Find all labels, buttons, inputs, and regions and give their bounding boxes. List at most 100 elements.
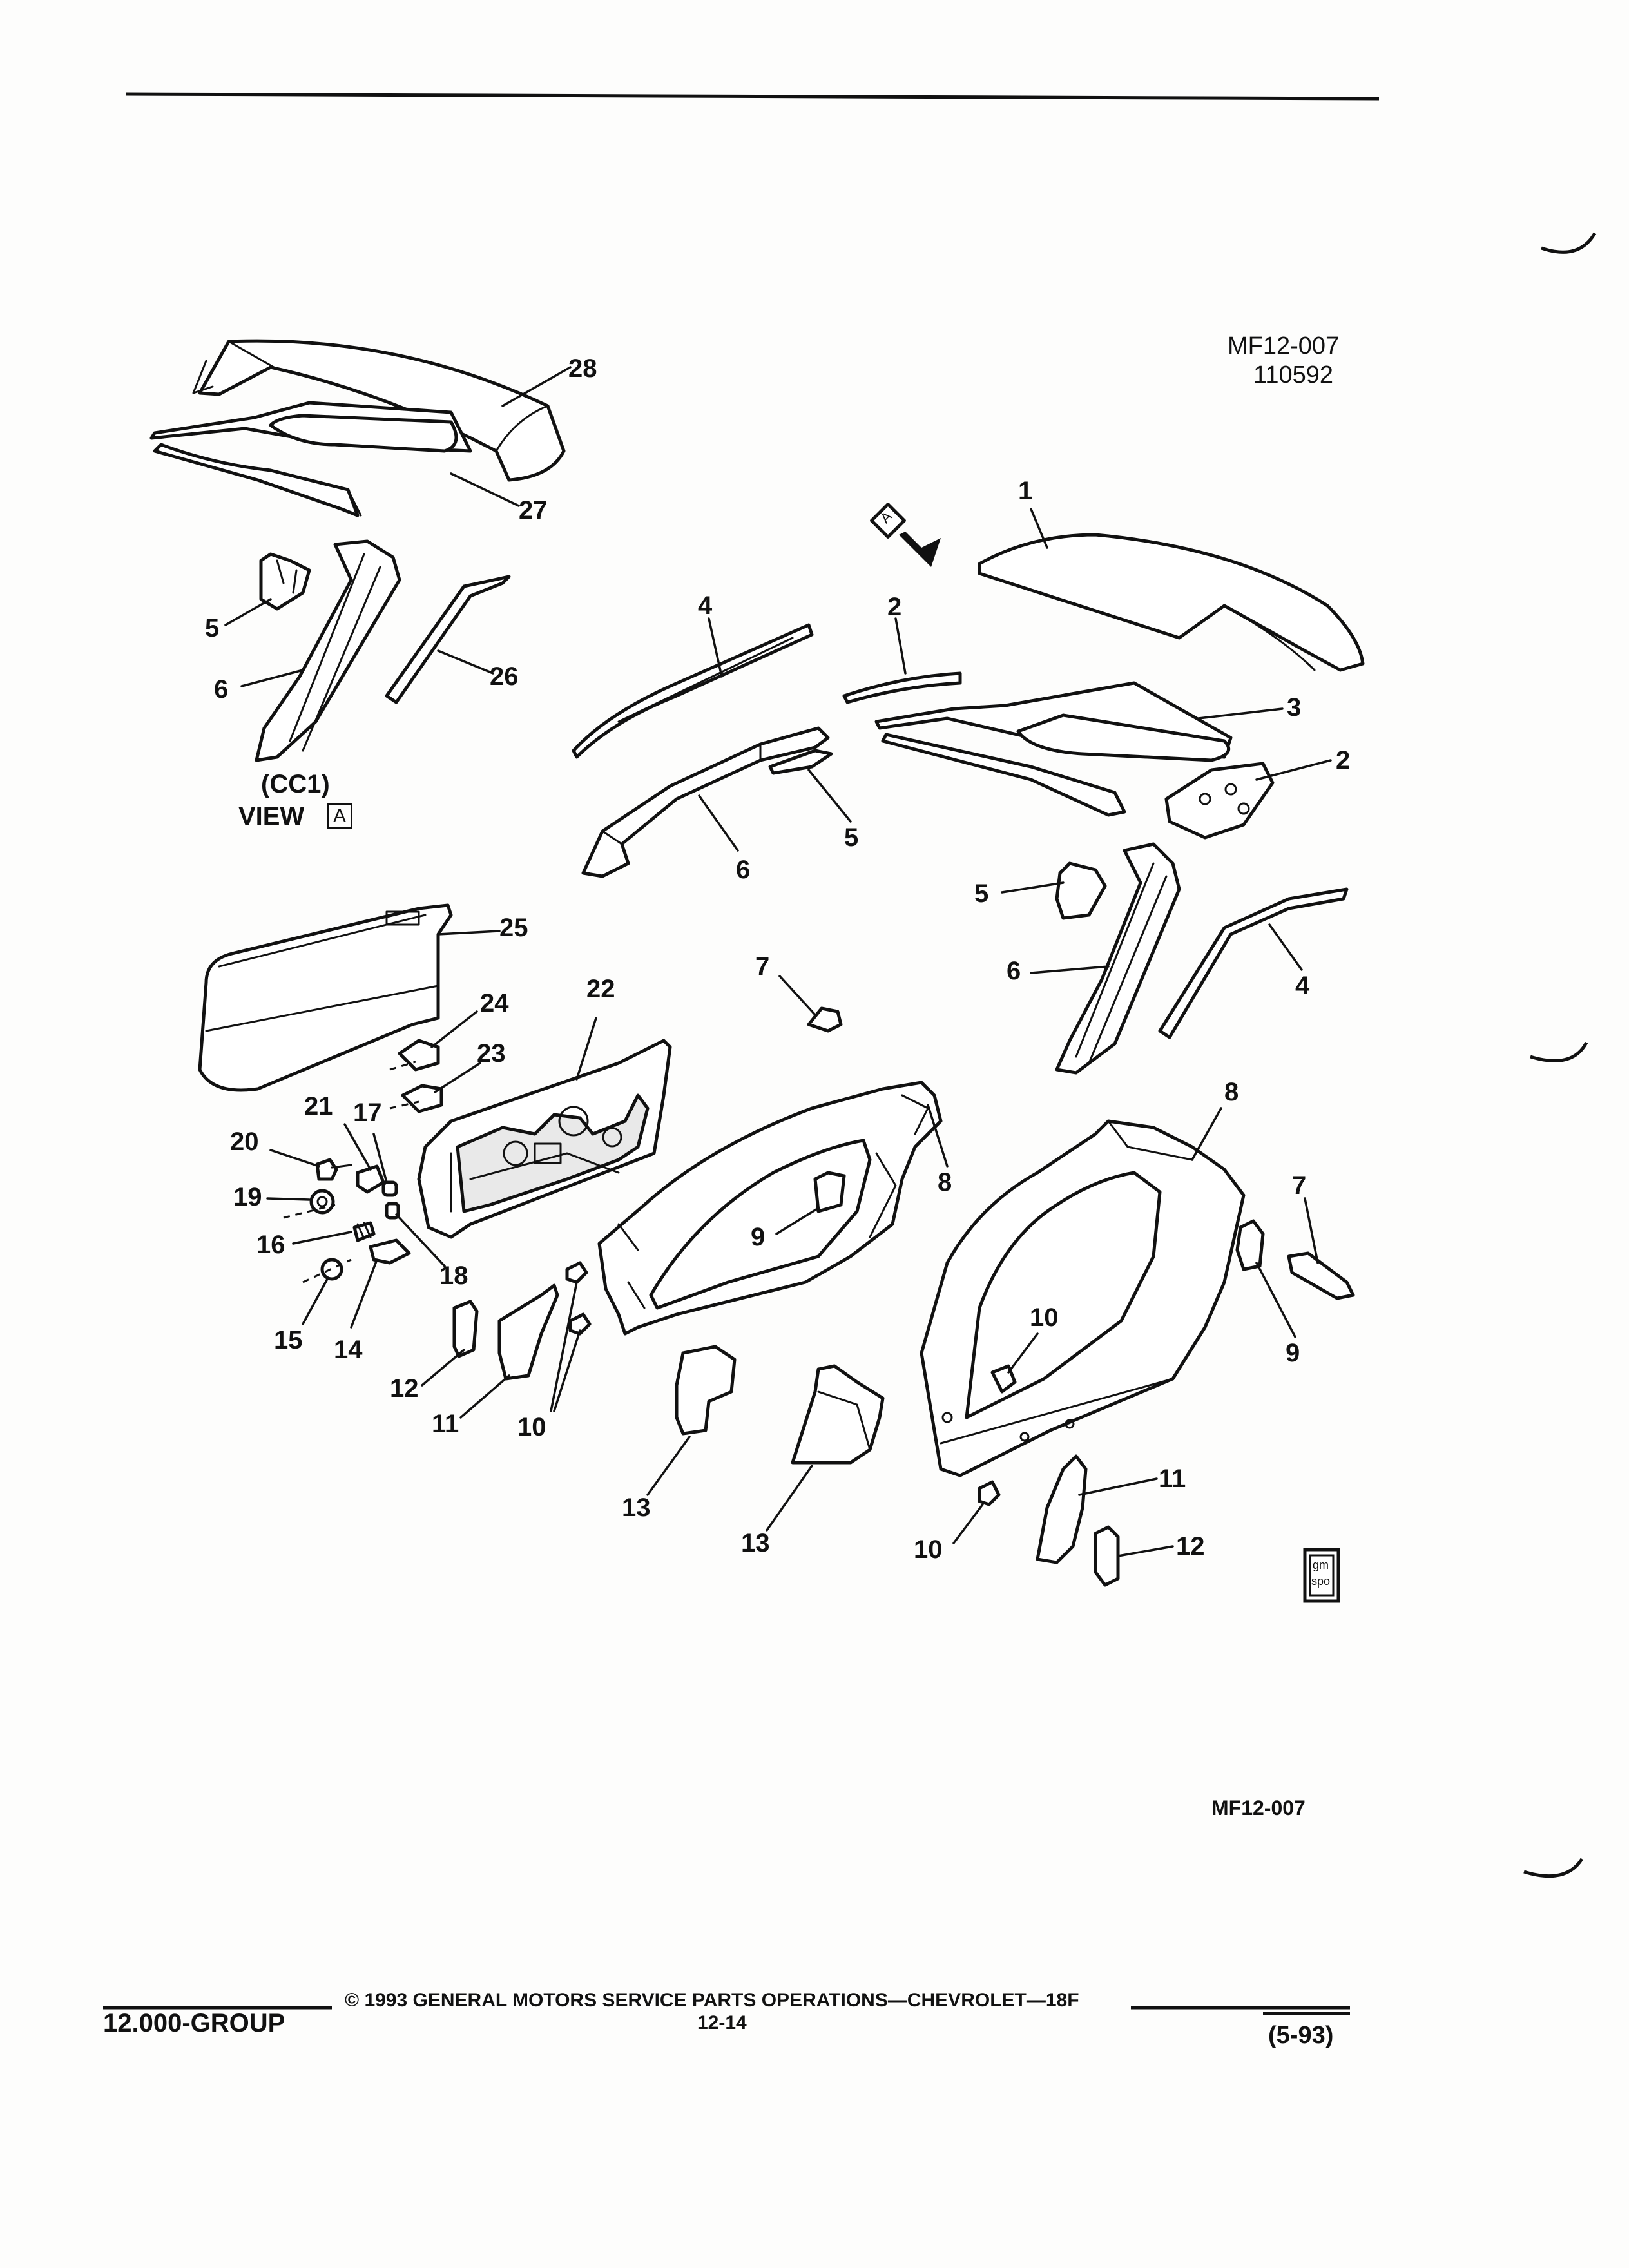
footer-copyright: © 1993 GENERAL MOTORS SERVICE PARTS OPER… [345, 1990, 1079, 2011]
part-6-roof-rail-center [581, 726, 830, 878]
part-13-bracket-a [675, 1345, 737, 1436]
callout-27: 27 [519, 496, 548, 524]
callout-23: 23 [477, 1039, 506, 1068]
part-5-bracket-center [768, 749, 833, 775]
callout-22: 22 [586, 975, 615, 1003]
leader-16 [292, 1231, 352, 1245]
part-20-bolt [315, 1158, 352, 1181]
part-28-rear-top [192, 339, 566, 482]
part-12-bracket-left [452, 1300, 479, 1358]
binding-mark [1523, 1858, 1584, 1878]
part-7-bracket-right [1287, 1251, 1355, 1300]
part-11-bracket-left [497, 1283, 559, 1381]
part-8-body-side-right [920, 1119, 1246, 1477]
callout-11: 11 [432, 1410, 459, 1438]
figure-code: MF12-007 [1228, 332, 1340, 360]
callout-6: 6 [1007, 957, 1021, 985]
leader-3 [1197, 707, 1284, 720]
part-26-weatherstrip [385, 575, 511, 704]
part-7-bracket-center [807, 1006, 843, 1033]
callout-9: 9 [751, 1223, 766, 1251]
view-label: VIEW [238, 802, 305, 831]
callout-2: 2 [1336, 746, 1351, 774]
dash-24 [389, 1061, 416, 1071]
part-6-pillar-left [255, 539, 401, 762]
part-9-bracket-center [813, 1171, 846, 1213]
part-4-weatherstrip-right [1158, 887, 1349, 1039]
leader-7-center [778, 975, 816, 1016]
callout-7: 7 [1292, 1171, 1307, 1200]
callout-21: 21 [304, 1092, 333, 1120]
callout-24: 24 [480, 989, 509, 1017]
leader-1 [1030, 508, 1048, 549]
callout-8: 8 [1224, 1078, 1239, 1106]
callout-25: 25 [499, 914, 528, 942]
part-27-roof-frame [149, 401, 472, 517]
callout-5: 5 [205, 614, 220, 642]
part-1-roof-panel [978, 533, 1365, 672]
leader-10-bottom [952, 1503, 984, 1544]
part-14-hinge [369, 1238, 411, 1265]
part-15-cap [320, 1258, 343, 1281]
badge-gm: gm [1313, 1559, 1329, 1571]
leader-6-center [698, 794, 739, 852]
leader-7-right [1304, 1197, 1319, 1264]
leader-24 [430, 1010, 478, 1048]
leader-10-a [550, 1281, 578, 1412]
leader-11-right [1078, 1477, 1158, 1496]
badge-spo: spo [1311, 1575, 1331, 1588]
part-6-pillar-right [1055, 842, 1181, 1075]
callout-19: 19 [233, 1183, 262, 1211]
leader-6-right [1030, 965, 1110, 974]
part-3-roof-frame [874, 681, 1233, 817]
dash-15 [302, 1258, 352, 1283]
part-10-fastener-bottom [978, 1480, 1001, 1506]
part-21-bracket [356, 1164, 385, 1194]
callout-3: 3 [1287, 693, 1302, 722]
leader-13-b [766, 1465, 813, 1532]
part-2-bracket-right [1164, 762, 1275, 840]
leader-15 [302, 1278, 329, 1325]
leader-5-center [807, 769, 852, 823]
figure-number: 110592 [1253, 361, 1333, 389]
callout-10: 10 [517, 1413, 546, 1441]
callout-11: 11 [1159, 1465, 1186, 1493]
part-10-fastener [565, 1261, 588, 1284]
callout-12: 12 [1176, 1532, 1205, 1561]
dash-23 [389, 1100, 419, 1110]
direction-arrow [870, 503, 941, 567]
footer-page-number: 12-14 [697, 2012, 747, 2033]
leader-11-left [459, 1374, 510, 1419]
leader-6 [240, 669, 304, 687]
part-23-clip [401, 1084, 443, 1113]
leader-13-a [646, 1436, 691, 1496]
bottom-figure-code: MF12-007 [1211, 1796, 1306, 1820]
leader-10-inside [1007, 1332, 1039, 1374]
part-5-bracket-right [1055, 861, 1107, 920]
leader-19 [266, 1197, 311, 1201]
dash-19 [283, 1204, 336, 1219]
header-rule [125, 92, 1380, 101]
leader-2 [894, 617, 907, 675]
part-19-nut [309, 1189, 335, 1215]
callout-6: 6 [214, 675, 229, 704]
footer-group: 12.000-GROUP [103, 2009, 285, 2037]
callout-28: 28 [568, 354, 597, 383]
view-marker: A [327, 803, 352, 829]
leader-20 [269, 1149, 320, 1168]
part-10-fastener [568, 1312, 592, 1336]
callout-18: 18 [439, 1262, 468, 1290]
leader-2-right [1255, 759, 1332, 781]
leader-5 [224, 598, 272, 626]
part-2-strip [842, 671, 962, 704]
callout-9: 9 [1286, 1339, 1300, 1367]
leader-5-right [1001, 881, 1065, 894]
part-4-weatherstrip-center [572, 623, 814, 759]
leader-25 [437, 930, 501, 936]
callout-12: 12 [390, 1374, 419, 1403]
callout-16: 16 [256, 1231, 285, 1259]
callout-4: 4 [1295, 972, 1310, 1000]
part-25-door-panel [198, 903, 453, 1092]
leader-23 [434, 1062, 481, 1093]
